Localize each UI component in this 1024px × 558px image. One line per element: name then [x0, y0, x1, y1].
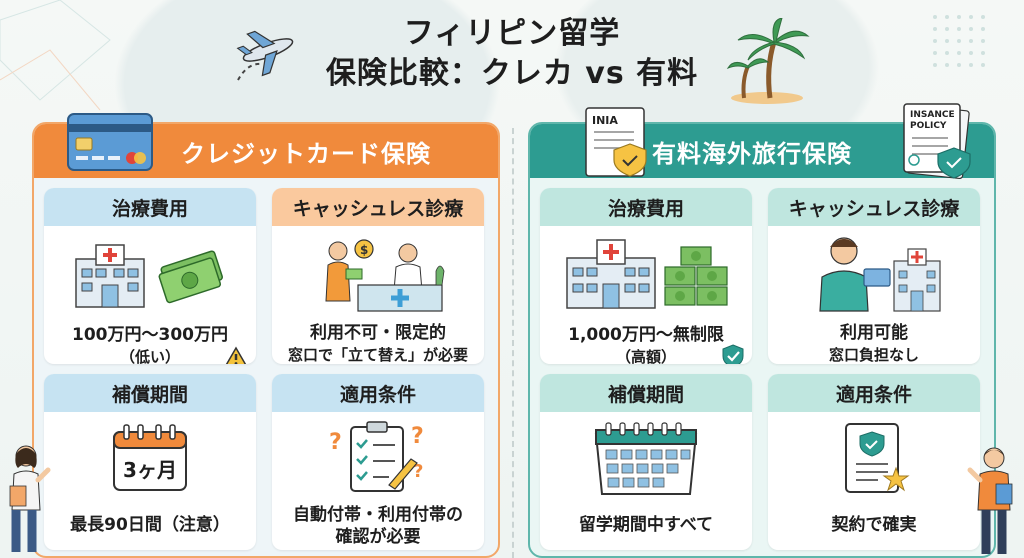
document-label-inia: INIA [592, 114, 618, 127]
left-medical-header: 治療費用 [44, 188, 256, 226]
money-stack-icon [664, 246, 728, 306]
calendar-label: 3ヶ月 [123, 458, 177, 482]
right-medical-amount: 1,000万円〜無制限 [568, 325, 724, 345]
right-cashless-card: キャッシュレス診療 利用可能 窓口負担なし [768, 188, 980, 364]
credit-card-insurance-panel: クレジットカード保険 治療費用 [32, 122, 500, 558]
calendar-icon: 3ヶ月 [110, 422, 190, 494]
calendar-icon [594, 422, 698, 495]
left-period-header: 補償期間 [44, 374, 256, 412]
reception-desk-icon: $ [325, 239, 445, 312]
checklist-question-icon: ? ? ? [329, 421, 424, 492]
right-cashless-note: 窓口負担なし [828, 346, 919, 364]
right-medical-header: 治療費用 [540, 188, 752, 226]
right-conditions-header: 適用条件 [768, 374, 980, 412]
man-character-icon [967, 447, 1013, 554]
left-period-value: 最長90日間（注意） [70, 515, 230, 535]
right-period-header: 補償期間 [540, 374, 752, 412]
dot-grid-decoration [933, 15, 985, 67]
left-cashless-note: 窓口で「立て替え」が必要 [287, 346, 468, 364]
document-label-line2: POLICY [910, 121, 947, 131]
svg-text:?: ? [411, 424, 424, 449]
svg-text:?: ? [329, 430, 342, 455]
right-cashless-status: 利用可能 [840, 323, 908, 343]
left-cashless-status: 利用不可・限定的 [310, 323, 446, 343]
right-medical-card: 治療費用 [540, 188, 752, 364]
right-cashless-header: キャッシュレス診療 [768, 188, 980, 226]
document-label-line1: INSANCE [910, 110, 955, 120]
panel-divider [512, 128, 514, 558]
decorative-lines [0, 0, 111, 111]
paid-travel-insurance-panel: 有料海外旅行保険 治療費用 [528, 122, 996, 558]
left-conditions-card: 適用条件 ? ? ? 自動付帯・利用付帯の 確認が必要 [272, 374, 484, 550]
hospital-icon [75, 244, 145, 308]
left-medical-amount: 100万円〜300万円 [72, 325, 228, 345]
left-medical-card: 治療費用 [44, 188, 256, 364]
shield-check-icon [722, 344, 744, 364]
title-line-1: フィリピン留学 [403, 16, 621, 51]
left-period-card: 補償期間 3ヶ月 最長90日間（注意） [44, 374, 256, 550]
paid-insurance-panel-title: 有料海外旅行保険 [652, 139, 852, 168]
warning-icon [225, 346, 247, 364]
patient-with-card-icon [819, 237, 941, 312]
title-line-2: 保険比較：クレカ vs 有料 [325, 56, 699, 91]
credit-card-icon [67, 113, 153, 171]
contract-document-icon [845, 423, 910, 493]
left-cashless-card: キャッシュレス診療 $ 利用不可・限定的 窓口で「立て替え」が [272, 188, 484, 364]
left-conditions-line1: 自動付帯・利用付帯の [293, 505, 463, 525]
insurance-document-inia: INIA [584, 104, 654, 180]
right-period-value: 留学期間中すべて [578, 515, 714, 535]
right-medical-note: （高額） [615, 348, 676, 364]
right-period-card: 補償期間 留学期間中すべて [540, 374, 752, 550]
left-conditions-header: 適用条件 [272, 374, 484, 412]
page-title: フィリピン留学 保険比較：クレカ vs 有料 [0, 14, 1024, 94]
left-cashless-header: キャッシュレス診療 [272, 188, 484, 226]
hospital-icon [566, 239, 656, 309]
woman-character-icon [9, 445, 51, 552]
airplane-icon [236, 30, 294, 81]
left-medical-note: （低い） [119, 348, 180, 364]
palm-tree-icon [726, 18, 810, 104]
left-conditions-line2: 確認が必要 [335, 527, 421, 547]
right-conditions-value: 契約で確実 [831, 515, 917, 535]
credit-card-panel-title: クレジットカード保険 [181, 139, 431, 168]
cash-icon [158, 250, 223, 304]
svg-text:?: ? [413, 461, 423, 482]
insurance-policy-document: INSANCE POLICY [900, 100, 974, 180]
svg-text:$: $ [360, 243, 368, 257]
right-conditions-card: 適用条件 契約で確実 [768, 374, 980, 550]
